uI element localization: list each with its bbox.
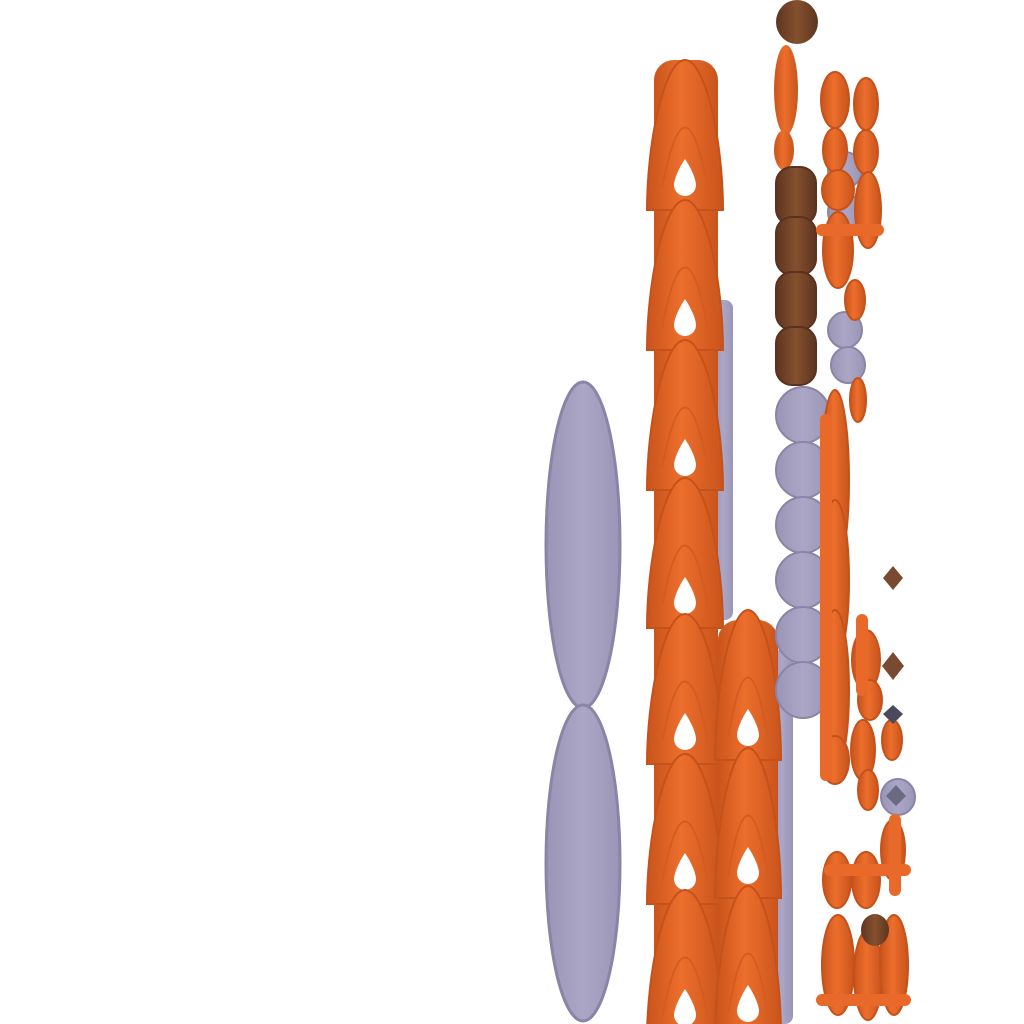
orange-arch-column-left [645, 58, 725, 1024]
arch-hole [674, 713, 696, 750]
orange-squiggle-blob [821, 169, 855, 211]
orange-arch-ridge [727, 814, 769, 876]
brown-bead [775, 271, 817, 331]
orange-arch-ridge [661, 680, 709, 742]
orange-arch-ridge [661, 956, 709, 1018]
orange-squiggle-column [816, 71, 911, 1021]
orange-squiggle-blob [853, 77, 879, 131]
orange-arch-ridge [727, 952, 769, 1014]
lavender-bead-small [830, 346, 866, 384]
lavender-bead-column [775, 151, 916, 816]
lavender-ellipse-pair [544, 380, 622, 1023]
brown-accent-bead [861, 914, 889, 946]
brown-bead-top [776, 0, 818, 44]
arch-hole [737, 985, 759, 1022]
brown-diamond [883, 566, 903, 590]
brown-bead [775, 216, 817, 276]
arch-hole [737, 847, 759, 884]
orange-squiggle-blob [881, 719, 903, 761]
lavender-ellipse-upper [544, 380, 622, 710]
orange-arch-segment [714, 884, 782, 1024]
orange-squiggle-blob [851, 851, 881, 909]
orange-arch-ridge [727, 676, 769, 738]
orange-drop [774, 45, 798, 135]
arch-hole [674, 159, 696, 196]
orange-squiggle-blob [822, 127, 848, 173]
orange-drop [774, 130, 794, 170]
arch-hole [674, 299, 696, 336]
orange-arch-ridge [661, 820, 709, 882]
arch-hole [674, 577, 696, 614]
orange-squiggle-blob [853, 129, 879, 175]
slate-diamond [886, 785, 906, 806]
orange-arch-column-right [713, 608, 783, 1024]
orange-arch-ridge [661, 266, 709, 328]
orange-arch-ridge [661, 406, 709, 468]
arch-hole [674, 439, 696, 476]
orange-squiggle-blob [857, 769, 879, 811]
brown-diamond [882, 652, 904, 680]
orange-arch-ridge [661, 126, 709, 188]
orange-arch-ridge [661, 544, 709, 606]
arch-hole [674, 989, 696, 1024]
arch-hole [737, 709, 759, 746]
orange-squiggle-blob [879, 914, 909, 1016]
brown-bead [775, 326, 817, 386]
orange-squiggle-blob [844, 279, 866, 321]
slate-diamond [883, 705, 903, 724]
orange-squiggle-blob [822, 211, 854, 289]
lavender-ellipse-lower [544, 703, 622, 1023]
orange-squiggle-blob [820, 71, 850, 129]
orange-squiggle-blob [822, 851, 852, 909]
arch-hole [674, 853, 696, 890]
orange-squiggle-blob [854, 171, 882, 249]
orange-squiggle-blob [849, 377, 867, 423]
brown-bead-column [774, 0, 818, 386]
small-diamond-markers [882, 566, 906, 806]
